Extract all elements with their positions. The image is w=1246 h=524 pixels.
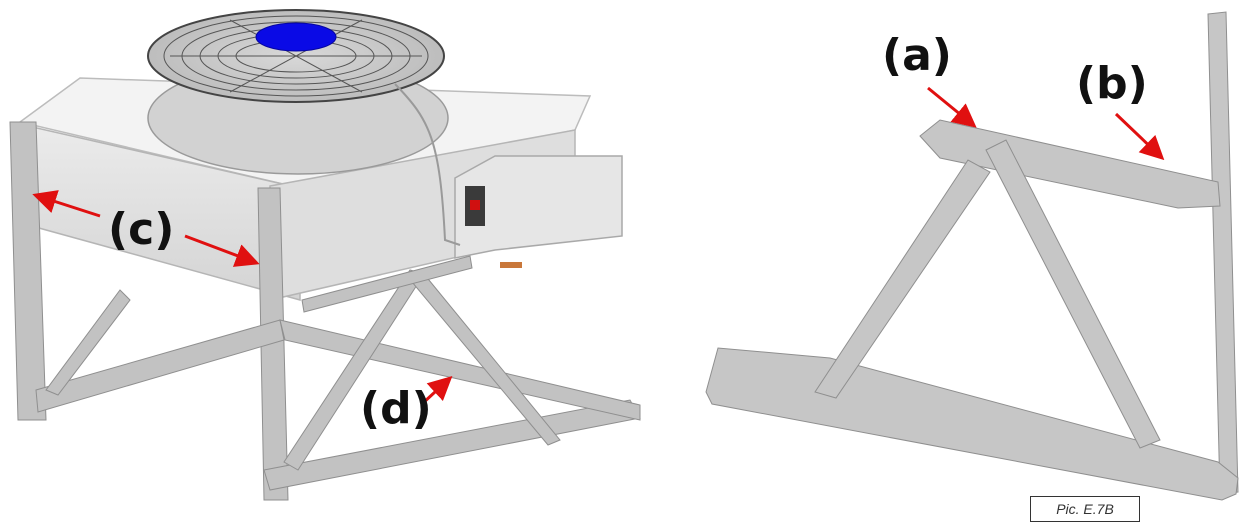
arrow-a [927,86,977,128]
fan-cable [394,83,461,246]
frame-diagonal-right [985,139,1161,449]
switch-knob-icon [470,200,480,210]
fan-hub-icon [255,22,337,52]
frame-top-rail [919,119,1221,209]
frame-upright [1207,11,1239,495]
frame-diagonal-left [814,159,991,399]
label-b: (b) [1076,58,1148,109]
label-c: (c) [108,204,174,255]
callout-arrows [32,86,1165,405]
figure-caption-text: Pic. E.7B [1056,501,1114,517]
figure-caption: Pic. E.7B [1030,496,1140,522]
electrical-box [454,155,623,259]
arrow-c-left [32,190,101,218]
arrow-d [421,375,453,405]
arrow-c-right [184,234,260,267]
frame-detail [705,11,1239,501]
arrow-b [1114,112,1165,161]
frame-bottom-rail [705,347,1239,501]
copper-tube [500,262,522,268]
support-frame-left [9,121,641,501]
condenser-unit [9,9,641,501]
label-a: (a) [882,30,952,81]
label-d: (d) [360,383,432,434]
